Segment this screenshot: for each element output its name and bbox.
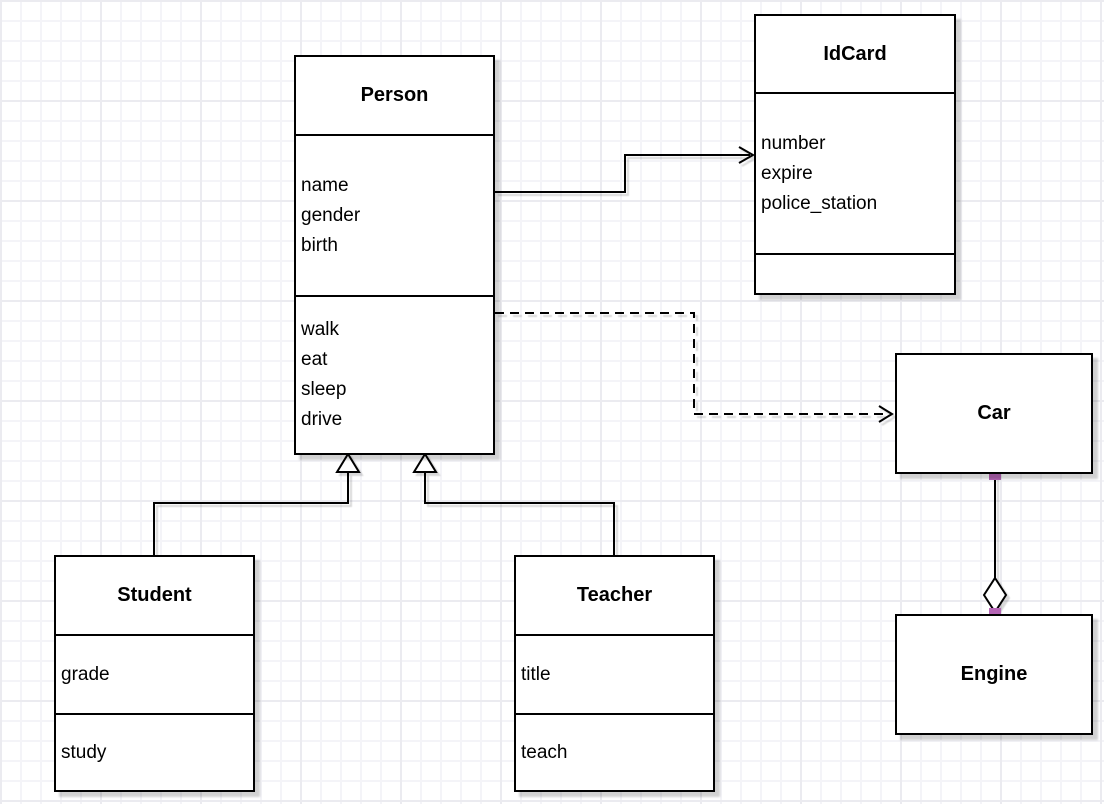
method: walk (301, 319, 340, 340)
class-person-title: Person (296, 57, 493, 136)
class-student-attributes: grade (56, 636, 253, 715)
class-student[interactable]: Student grade study (54, 555, 255, 792)
edge-generalization-student-person[interactable] (153, 452, 361, 555)
attribute: title (521, 663, 551, 685)
method: teach (521, 741, 568, 763)
class-person-attributes: name gender birth (296, 136, 493, 297)
class-car[interactable]: Car (895, 353, 1093, 474)
class-teacher-attributes: title (516, 636, 713, 715)
class-idcard-attributes: number expire police_station (756, 94, 954, 255)
attribute: expire (761, 162, 813, 184)
method: study (61, 741, 107, 763)
class-student-title: Student (56, 557, 253, 636)
class-student-methods: study (56, 715, 253, 790)
attribute: police_station (761, 192, 878, 214)
attribute: birth (301, 234, 338, 256)
method: drive (301, 409, 343, 430)
class-idcard-methods-empty (756, 255, 954, 293)
open-arrowhead-icon (738, 146, 756, 164)
method: eat (301, 349, 328, 370)
hollow-triangle-icon (412, 452, 438, 473)
edge-aggregation-car-engine[interactable] (982, 474, 1008, 614)
attribute: grade (61, 663, 110, 685)
class-teacher-title: Teacher (516, 557, 713, 636)
class-engine[interactable]: Engine (895, 614, 1093, 735)
class-teacher-methods: teach (516, 715, 713, 790)
attribute: number (761, 132, 826, 154)
class-idcard-title: IdCard (756, 16, 954, 94)
class-person[interactable]: Person name gender birth walk eat sleep … (294, 55, 495, 455)
hollow-diamond-icon (982, 576, 1008, 614)
attribute: name (301, 174, 349, 196)
hollow-triangle-icon (335, 452, 361, 473)
edge-generalization-teacher-person[interactable] (412, 452, 615, 555)
method: sleep (301, 379, 347, 400)
edge-dependency-person-car[interactable] (495, 312, 894, 423)
class-person-methods: walk eat sleep drive (296, 297, 493, 453)
class-teacher[interactable]: Teacher title teach (514, 555, 715, 792)
class-idcard[interactable]: IdCard number expire police_station (754, 14, 956, 295)
class-car-title: Car (977, 402, 1011, 424)
attribute: gender (301, 204, 361, 226)
edge-association-person-idcard[interactable] (495, 146, 756, 193)
open-arrowhead-icon (878, 405, 894, 423)
class-engine-title: Engine (960, 663, 1028, 685)
